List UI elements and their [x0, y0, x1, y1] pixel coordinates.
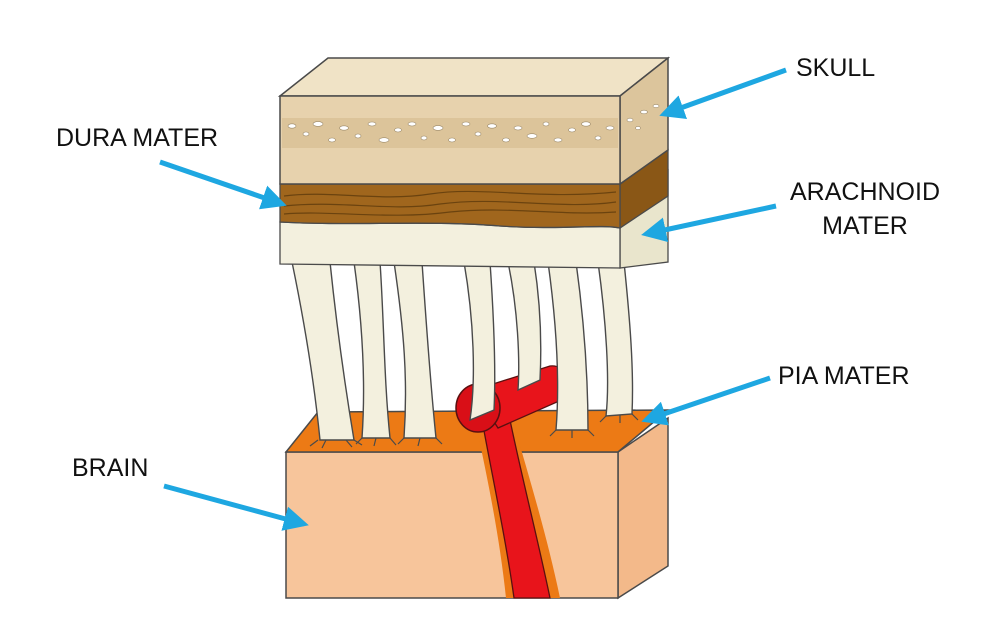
skull-layer [277, 56, 671, 186]
trabeculae-feet [309, 413, 639, 449]
dura-mater-label: DURA MATER [56, 124, 219, 152]
pia-mater-label: PIA MATER [778, 362, 910, 390]
arachnoid-mater-arrow [641, 203, 777, 243]
arachnoid-label-line1: ARACHNOID [789, 178, 940, 206]
arachnoid-mater-label: ARACHNOID MATER [782, 176, 948, 244]
blood-vessel [455, 365, 570, 599]
brain-block [285, 416, 669, 600]
label-arrows [159, 67, 787, 531]
skull-diploe-pores [287, 104, 660, 143]
brain-label: BRAIN [72, 454, 149, 482]
skull-label: SKULL [796, 54, 876, 82]
brain-arrow [163, 483, 309, 531]
pia-mater-arrow [641, 375, 771, 426]
arachnoid-label-line2: MATER [822, 211, 908, 240]
arachnoid-trabeculae [291, 261, 634, 441]
skull-arrow [659, 67, 787, 119]
dura-mater-arrow [159, 159, 287, 210]
dura-mater-layer [279, 148, 669, 230]
